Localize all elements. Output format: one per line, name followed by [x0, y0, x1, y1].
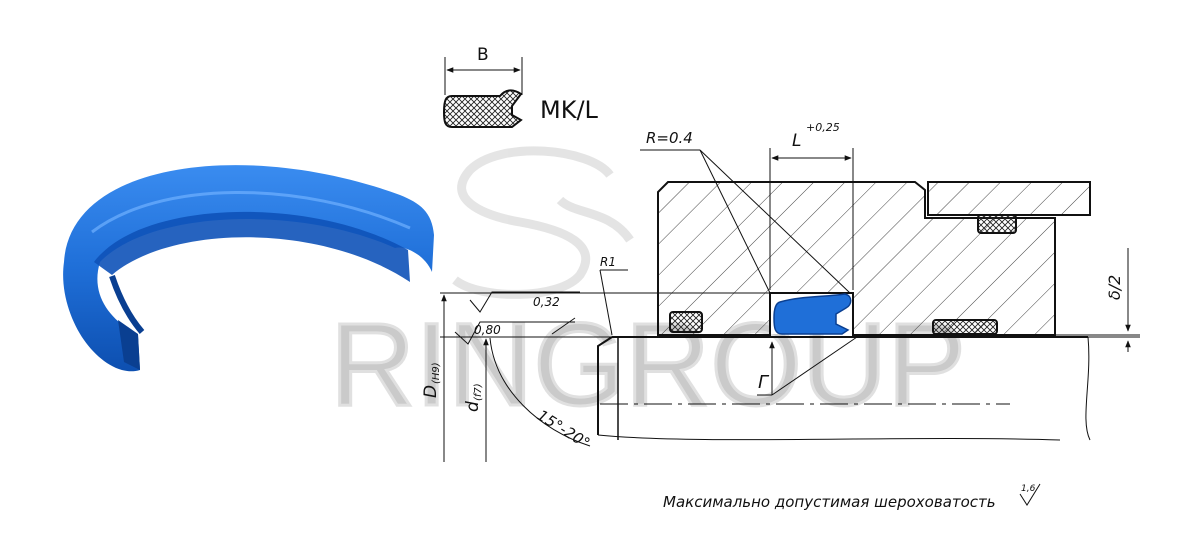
dim-b-label: B — [477, 45, 489, 65]
svg-text:δ/2: δ/2 — [1105, 275, 1124, 300]
roughness-note-value: 1,6 — [1021, 484, 1036, 494]
svg-text:D: D — [421, 385, 441, 398]
housing-cover — [927, 181, 1091, 216]
guide-ring-top — [977, 214, 1017, 234]
outer-diameter-label: D (H9) — [421, 362, 442, 398]
guide-ring-left — [669, 311, 703, 333]
seal-cut-face — [118, 320, 140, 370]
seal-inner-lip — [94, 211, 410, 282]
watermark-logo-icon — [452, 146, 634, 299]
roughness-note: Максимально допустимая шероховатость — [663, 493, 996, 511]
roughness-symbol-icon: 1,6 — [1019, 483, 1041, 506]
seal-groove — [109, 275, 145, 334]
svg-text:(f7): (f7) — [473, 383, 484, 401]
svg-text:d: d — [463, 401, 483, 412]
dimensions — [440, 148, 1131, 462]
roughness-1-label: 0,32 — [533, 295, 560, 309]
rod-section — [440, 292, 1140, 441]
radius-groove-label: R=0.4 — [646, 129, 693, 147]
clearance-label: δ/2 — [1105, 275, 1124, 300]
guide-ring-bottom — [932, 319, 998, 335]
profile-label: MK/L — [540, 96, 599, 124]
rod-diameter-label: d (f7) — [463, 383, 484, 412]
dim-l-tolerance: +0,25 — [806, 121, 840, 134]
radius-edge-label: R1 — [600, 255, 616, 269]
profile-legend: B MK/L — [442, 45, 599, 128]
svg-text:(H9): (H9) — [431, 362, 442, 384]
profile-shape — [442, 89, 523, 128]
seal-in-groove — [773, 293, 852, 335]
roughness-2-label: 0,80 — [474, 323, 501, 337]
seal-highlight — [91, 191, 411, 234]
dim-l-label: L — [792, 131, 801, 151]
gamma-label: Г — [758, 372, 770, 393]
housing-section — [657, 181, 1091, 336]
seal-3d-illustration — [63, 165, 435, 372]
seal-body — [63, 165, 435, 372]
